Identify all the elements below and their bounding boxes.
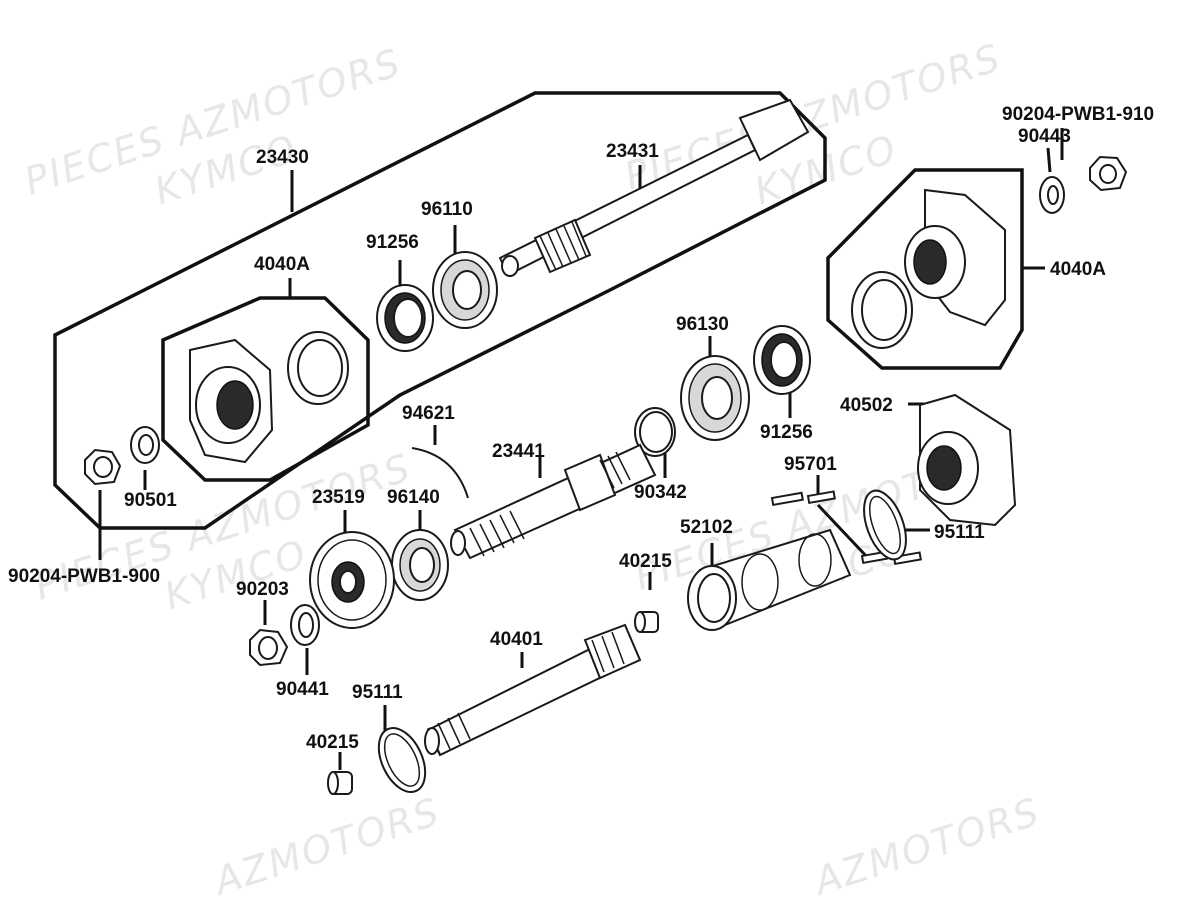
group-outline-4040A-left	[161, 296, 370, 482]
label-40215-low: 40215	[306, 732, 359, 753]
circlip-94621	[411, 447, 469, 499]
o-ring-90342	[634, 407, 676, 457]
label-23430: 23430	[256, 147, 309, 168]
label-96140: 96140	[387, 487, 440, 508]
label-4040A-left: 4040A	[254, 254, 310, 275]
label-96130: 96130	[676, 314, 729, 335]
boot-clamp-95111-low	[377, 727, 427, 793]
label-95701: 95701	[784, 454, 837, 475]
label-91256-top: 91256	[366, 232, 419, 253]
stopper-40215-mid	[634, 611, 659, 633]
label-90342: 90342	[634, 482, 687, 503]
label-90204-PWB1-910: 90204-PWB1-910	[1002, 104, 1154, 125]
nut-90203	[249, 628, 289, 667]
group-outline-23430	[53, 91, 827, 530]
label-40401: 40401	[490, 629, 543, 650]
label-94621: 94621	[402, 403, 455, 424]
needle-bearing-96140	[391, 529, 449, 601]
stopper-40215-low	[327, 771, 353, 795]
label-90443: 90443	[1018, 126, 1071, 147]
label-95111-right: 95111	[934, 522, 985, 543]
watermark-layer: PIECES AZMOTORS KYMCO PIECES AZMOTORS KY…	[19, 35, 1046, 900]
dust-boot-52102	[687, 528, 852, 631]
label-40502: 40502	[840, 395, 893, 416]
washer-90443	[1039, 176, 1065, 214]
boot-clamp-95111-right	[863, 489, 907, 561]
watermark-text: AZMOTORS	[206, 789, 445, 900]
label-90204-PWB1-900: 90204-PWB1-900	[8, 566, 160, 587]
label-96110: 96110	[421, 199, 473, 220]
label-90441: 90441	[276, 679, 329, 700]
label-95111-low: 95111	[352, 682, 403, 703]
washer-90501	[130, 426, 160, 464]
label-90501: 90501	[124, 490, 177, 511]
pinion-shaft-23441	[450, 443, 657, 560]
group-outline-4040A-right	[826, 168, 1024, 370]
bearing-96130	[680, 355, 750, 441]
label-23441: 23441	[492, 441, 545, 462]
label-4040A-right: 4040A	[1050, 259, 1106, 280]
flange-40502	[917, 393, 1017, 527]
label-91256-mid: 91256	[760, 422, 813, 443]
flange-housing-4040A-right	[851, 188, 1006, 349]
nut-90204-PWB1-900	[84, 448, 122, 486]
oil-seal-91256-top	[376, 284, 434, 352]
label-52102: 52102	[680, 517, 733, 538]
label-40215-mid: 40215	[619, 551, 672, 572]
watermark-text: AZMOTORS	[806, 789, 1045, 900]
output-shaft-40401	[424, 623, 642, 757]
label-90203: 90203	[236, 579, 289, 600]
bearing-96110	[432, 251, 498, 329]
bolts-95701	[770, 490, 922, 566]
drive-shaft-23431	[498, 98, 810, 277]
bevel-gear-23519	[309, 531, 395, 629]
leader-lines	[98, 128, 1064, 770]
nut-90204-PWB1-910	[1089, 155, 1128, 192]
part-labels: 23430 23431 4040A 91256 96110 90501 9020…	[8, 104, 1154, 753]
flange-housing-4040A-left	[189, 331, 349, 464]
label-23431: 23431	[606, 141, 659, 162]
oil-seal-91256-mid	[753, 325, 811, 395]
label-23519: 23519	[312, 487, 365, 508]
washer-90441	[290, 604, 320, 646]
